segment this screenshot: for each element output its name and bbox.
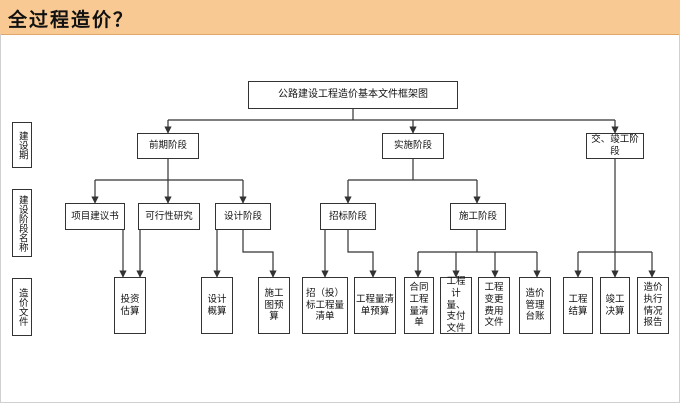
stage-construction: 施工阶段 — [450, 203, 506, 230]
doc-design-estimate: 设计概算 — [201, 277, 233, 334]
doc-settlement: 工程结算 — [563, 277, 593, 334]
doc-construction-drawing-budget: 施工图预算 — [258, 277, 290, 334]
doc-investment-estimate: 投资估算 — [114, 277, 146, 334]
doc-boq-budget: 工程量清单预算 — [354, 277, 396, 334]
stage-bidding: 招标阶段 — [320, 203, 376, 230]
doc-variation-cost: 工程变更费用文件 — [478, 277, 510, 334]
side-label-documents: 造价文件 — [12, 278, 32, 336]
side-label-stage-name: 建设阶段名称 — [12, 189, 32, 257]
side-label-period: 建设期 — [12, 122, 32, 168]
doc-measurement-payment: 工程计量、支付文件 — [440, 276, 472, 334]
doc-cost-ledger: 造价管理台账 — [519, 277, 551, 334]
header-bar: 全过程造价？ — [0, 0, 680, 35]
phase-implementation: 实施阶段 — [382, 133, 444, 159]
page-title: 全过程造价？ — [8, 9, 135, 31]
doc-execution-report: 造价执行情况报告 — [637, 277, 669, 334]
phase-completion: 交、竣工阶段 — [586, 133, 644, 159]
phase-pre: 前期阶段 — [137, 133, 199, 159]
doc-bid-bill-of-quantities: 招（投）标工程量清单 — [302, 277, 348, 334]
stage-project-proposal: 项目建议书 — [65, 203, 125, 230]
root-node: 公路建设工程造价基本文件框架图 — [248, 81, 458, 109]
stage-feasibility-study: 可行性研究 — [138, 203, 200, 230]
stage-design: 设计阶段 — [215, 203, 271, 230]
doc-final-account: 竣工决算 — [600, 277, 630, 334]
doc-contract-boq: 合同工程量清单 — [404, 277, 434, 334]
